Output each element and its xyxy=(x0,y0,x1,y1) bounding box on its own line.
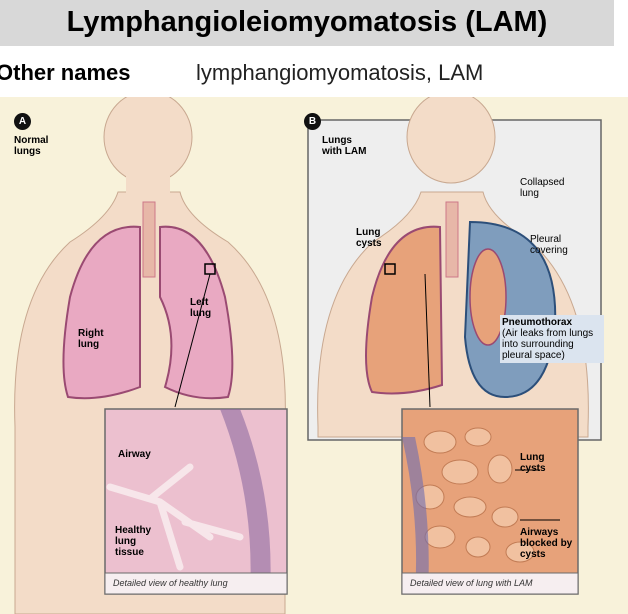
panel-b-badge: B xyxy=(304,113,321,130)
lung-cysts-label: Lung cysts xyxy=(356,227,382,249)
inset-b-caption: Detailed view of lung with LAM xyxy=(410,578,533,588)
cyst-cluster xyxy=(415,427,535,563)
lam-illustration[interactable]: A Normal lungs Right lung Left lung Airw… xyxy=(0,97,628,614)
illustration-drawing xyxy=(14,97,602,614)
right-lung-a xyxy=(62,225,141,400)
head-a xyxy=(103,97,193,184)
collapsed-lung-label: Collapsed lung xyxy=(520,177,565,199)
other-names-label: Other names xyxy=(0,60,131,85)
trachea-a xyxy=(142,201,156,278)
zoom-box-b xyxy=(384,263,396,275)
zoom-line-a xyxy=(174,273,211,408)
inset-a-caption: Detailed view of healthy lung xyxy=(113,578,228,588)
left-lung-label: Left lung xyxy=(190,297,212,319)
right-lung-label: Right lung xyxy=(78,328,104,350)
pneumothorax-title: Pneumothorax xyxy=(502,317,573,328)
inset-a-tissue-label: Healthy lung tissue xyxy=(115,525,152,558)
panel-b-heading: Lungs with LAM xyxy=(322,135,367,157)
collapsed-lung-b xyxy=(469,248,507,346)
pleura-a xyxy=(220,409,271,594)
head-b xyxy=(406,97,496,184)
panel-a-badge: A xyxy=(14,113,31,130)
pneumothorax-description: (Air leaks from lungs into surrounding p… xyxy=(502,328,594,361)
trachea-b xyxy=(445,201,459,278)
inset-b-caption-bar xyxy=(401,572,579,595)
neck-a xyxy=(126,175,170,205)
infobox-title-bar: Lymphangioleiomyomatosis (LAM) xyxy=(0,0,614,46)
inset-b-airways-label: Airways blocked by cysts xyxy=(520,527,573,560)
pneumothorax-callout: Pneumothorax (Air leaks from lungs into … xyxy=(500,315,604,363)
pleural-covering-label: Pleural covering xyxy=(530,234,568,256)
other-names-value: lymphangiomyomatosis, LAM xyxy=(196,60,484,85)
pleura-b xyxy=(402,437,429,594)
inset-a-airway-label: Airway xyxy=(118,449,151,460)
inset-b-cysts-label: Lung cysts xyxy=(520,452,546,474)
airway-a xyxy=(106,463,244,571)
infobox-title: Lymphangioleiomyomatosis (LAM) xyxy=(66,6,548,38)
panel-a-heading: Normal lungs xyxy=(14,135,49,157)
zoom-line-b xyxy=(424,273,431,408)
inset-a-caption-bar xyxy=(104,572,288,595)
